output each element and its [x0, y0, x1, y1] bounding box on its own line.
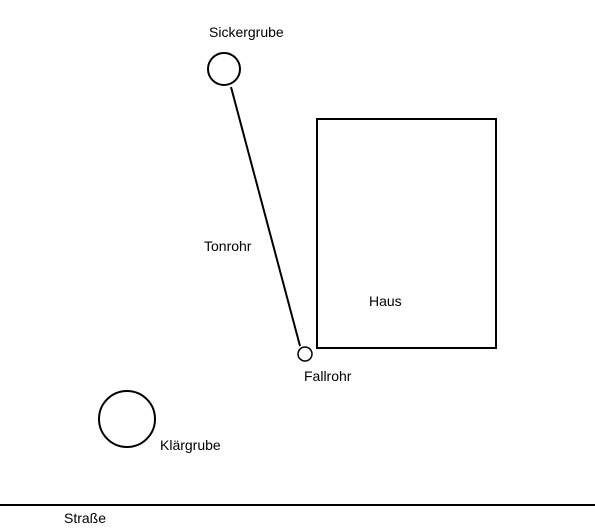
haus-label: Haus: [369, 293, 402, 309]
tonrohr-pipe-line: [230, 86, 301, 347]
sickergrube-label: Sickergrube: [209, 24, 284, 40]
klaergrube-circle: [98, 390, 156, 448]
klaergrube-label: Klärgrube: [160, 437, 221, 453]
strasse-label: Straße: [64, 510, 107, 526]
sickergrube-circle: [207, 52, 241, 86]
fallrohr-label: Fallrohr: [304, 368, 352, 384]
tonrohr-label: Tonrohr: [204, 238, 252, 254]
fallrohr-circle: [297, 346, 313, 362]
haus-rectangle: [316, 118, 497, 349]
